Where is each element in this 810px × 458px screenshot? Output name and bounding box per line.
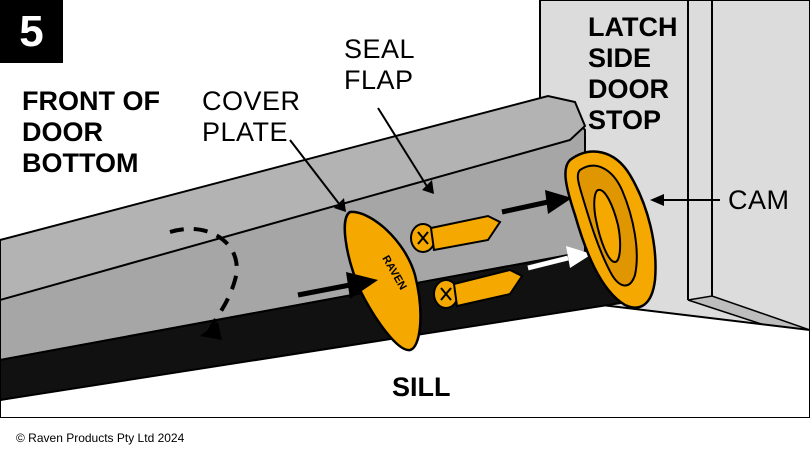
seal-flap-pointer	[377, 107, 429, 189]
footer-bar	[0, 418, 810, 458]
lower-screw-arrow-head	[566, 246, 592, 268]
insert-arrow-left-head	[346, 272, 378, 299]
step-badge: 5	[0, 0, 63, 63]
seal-flap	[0, 94, 587, 302]
cover-plate	[343, 210, 422, 352]
cam-label: CAM	[728, 185, 790, 215]
cover-plate-pointer-head	[334, 198, 346, 212]
lower-screw-arrow	[527, 255, 569, 271]
front-of-door-bottom-label: FRONT OF DOOR BOTTOM	[22, 86, 160, 178]
rotation-arrow	[169, 226, 239, 331]
insert-arrow-left	[297, 282, 351, 298]
upper-screw-arrow-head	[545, 190, 572, 214]
copyright-text: © Raven Products Pty Ltd 2024	[16, 431, 185, 445]
cam	[564, 150, 657, 309]
upper-screw-arrow	[501, 199, 549, 215]
rotation-arrow-head	[200, 322, 222, 340]
upper-screw	[410, 214, 502, 253]
cover-plate-label: COVER PLATE	[202, 86, 301, 147]
cam-pointer-head	[650, 194, 664, 206]
latch-side-door-stop-label: LATCH SIDE DOOR STOP	[588, 12, 678, 135]
step-number: 5	[19, 7, 44, 56]
seal-flap-pointer-head	[422, 180, 434, 194]
sill-label: SILL	[392, 372, 451, 402]
cover-plate-pointer	[289, 139, 341, 206]
seal-flap-label: SEAL FLAP	[344, 34, 416, 95]
lower-screw	[433, 268, 524, 309]
